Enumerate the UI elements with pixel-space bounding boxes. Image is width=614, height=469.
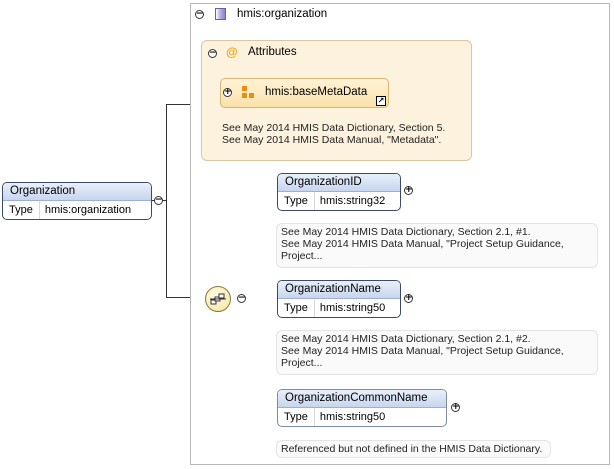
- collapse-attributes-icon[interactable]: −: [208, 48, 217, 58]
- element-name: OrganizationName: [278, 281, 400, 299]
- type-value: hmis:organization: [44, 204, 132, 216]
- element-name: OrganizationCommonName: [278, 390, 446, 408]
- collapse-sequence-icon[interactable]: −: [237, 293, 246, 303]
- connector-trunk-v: [166, 104, 167, 298]
- connector-to-compositor: [166, 297, 206, 298]
- element-organizationid[interactable]: OrganizationID Type hmis:string32: [277, 173, 401, 211]
- element-organizationcommonname[interactable]: OrganizationCommonName Type hmis:string5…: [277, 389, 447, 427]
- expand-organizationname-icon[interactable]: +: [404, 293, 413, 303]
- type-value: hmis:string32: [319, 195, 386, 207]
- sequence-compositor-icon[interactable]: [205, 286, 231, 312]
- element-organizationname[interactable]: OrganizationName Type hmis:string50: [277, 280, 401, 318]
- expand-organizationcommonname-icon[interactable]: +: [451, 402, 460, 412]
- attribute-icon: @: [226, 45, 238, 59]
- root-element-organization[interactable]: Organization Type hmis:organization: [2, 182, 152, 220]
- type-label: Type: [278, 408, 315, 426]
- connector-to-attributes: [166, 104, 202, 105]
- attribute-group-basemetadata[interactable]: [220, 78, 389, 108]
- organizationcommonname-doc: Referenced but not defined in the HMIS D…: [276, 440, 551, 458]
- type-label: Type: [278, 192, 315, 210]
- organizationname-doc: See May 2014 HMIS Data Dictionary, Secti…: [276, 330, 598, 375]
- type-label: Type: [278, 299, 315, 317]
- expand-organizationid-icon[interactable]: +: [404, 185, 413, 195]
- type-value: hmis:string50: [319, 411, 386, 423]
- complex-type-icon: [215, 8, 226, 20]
- attributes-label: Attributes: [248, 46, 297, 58]
- attribute-group-icon: [242, 86, 255, 99]
- type-label: Type: [3, 201, 40, 219]
- element-name: OrganizationID: [278, 174, 400, 192]
- type-value: hmis:string50: [319, 302, 386, 314]
- organizationid-doc: See May 2014 HMIS Data Dictionary, Secti…: [276, 223, 598, 268]
- collapse-complex-type-icon[interactable]: −: [195, 9, 204, 19]
- complex-type-title: hmis:organization: [237, 8, 328, 20]
- element-name: Organization: [3, 183, 151, 201]
- collapse-root-icon[interactable]: −: [154, 195, 163, 205]
- attribute-group-doc: See May 2014 HMIS Data Dictionary, Secti…: [222, 122, 446, 146]
- expand-attribute-group-icon[interactable]: +: [223, 87, 232, 97]
- reference-arrow-icon[interactable]: ↗: [376, 96, 386, 106]
- attribute-group-name: hmis:baseMetaData: [265, 86, 368, 98]
